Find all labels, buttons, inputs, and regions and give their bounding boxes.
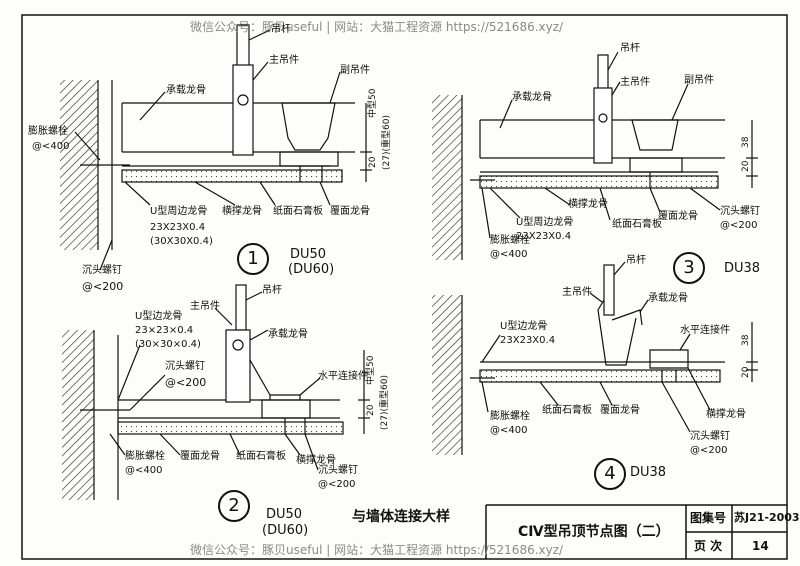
d2-label-zhimian: 纸面石膏板	[236, 451, 286, 462]
d3-label-fumian: 覆面龙骨	[658, 211, 698, 222]
d2-dim-20: 20	[366, 404, 376, 416]
d1-label-fumian: 覆面龙骨	[330, 206, 370, 217]
watermark-top: 微信公众号：豚贝useful | 网站：大猫工程资源 https://52168…	[190, 20, 564, 34]
d4-label-s200: @<200	[690, 445, 728, 456]
d4-label-shuiping: 水平连接件	[680, 325, 730, 336]
d4-label-chentou: 沉头螺钉	[690, 431, 730, 442]
d3-label-zhimian: 纸面石膏板	[612, 219, 662, 230]
d2-dim-50: 中型50	[366, 355, 376, 385]
page-label: 页 次	[694, 539, 723, 553]
d1-label-ubian: U型周边龙骨	[150, 206, 208, 217]
d2-label-fumian: 覆面龙骨	[180, 451, 220, 462]
d4-label-pengzhang: 膨胀螺栓	[490, 411, 530, 422]
detail-2-code2: (DU60)	[262, 523, 309, 538]
d3-label-u1: 23X23X0.4	[516, 231, 572, 242]
d1-label-chentou: 沉头螺钉	[82, 265, 122, 276]
d4-label-s400: @<400	[490, 425, 528, 436]
d1-label-chengzailonggu: 承载龙骨	[166, 85, 206, 96]
d1-label-u1b: (30X30X0.4)	[150, 236, 213, 247]
d1-label-zhimian: 纸面石膏板	[273, 206, 323, 217]
detail-2-number: 2	[218, 490, 250, 522]
d3-label-zhudiaojian: 主吊件	[620, 77, 650, 88]
detail-1	[60, 24, 372, 271]
d2-label-u2: 23×23×0.4	[135, 325, 194, 336]
d2-label-pengzhang: 膨胀螺栓	[125, 451, 165, 462]
sheet-title: CⅣ型吊顶节点图（二）	[518, 524, 670, 540]
d1-label-s200: @<200	[82, 280, 124, 293]
d4-label-chengzailonggu: 承载龙骨	[648, 293, 688, 304]
title-block-lines	[485, 504, 787, 559]
d4-label-ubian2: U型边龙骨	[500, 321, 548, 332]
d3-label-fudiaojian: 副吊件	[684, 75, 714, 86]
d3-label-pengzhang: 膨胀螺栓	[490, 235, 530, 246]
d1-dim-50: 中型50	[368, 88, 378, 118]
d3-dim-20: 20	[741, 160, 751, 172]
atlas-label: 图集号	[690, 511, 727, 525]
detail-2-code: DU50	[266, 507, 303, 522]
d2-label-chengzailonggu: 承载龙骨	[268, 329, 308, 340]
d1-label-pengzhang: 膨胀螺栓	[28, 126, 68, 137]
d2-label-s400: @<400	[125, 465, 163, 476]
detail-4-code: DU38	[630, 465, 667, 480]
d3-label-s200: @<200	[720, 220, 758, 231]
d1-dim-60: (27)(重型60)	[382, 115, 392, 170]
d3-label-chengzailonggu: 承载龙骨	[512, 92, 552, 103]
detail-3-code: DU38	[724, 261, 761, 276]
d1-label-s400: @<400	[32, 141, 70, 152]
d1-label-fudiaojian: 副吊件	[340, 65, 370, 76]
d3-dim-38: 38	[741, 136, 751, 148]
d2-dim-60: (27)(重型60)	[380, 375, 390, 430]
watermark-bottom: 微信公众号：豚贝useful | 网站：大猫工程资源 https://52168…	[190, 543, 564, 557]
detail-3-number: 3	[673, 252, 705, 284]
detail-2	[62, 284, 370, 500]
atlas-value: 苏J21-2003	[734, 511, 800, 524]
d4-label-fumian: 覆面龙骨	[600, 405, 640, 416]
detail-4	[432, 261, 758, 455]
d2-label-chentou: 沉头螺钉	[165, 361, 205, 372]
d4-label-u1: 23X23X0.4	[500, 335, 556, 346]
d3-label-hengcheng: 横撑龙骨	[568, 199, 608, 210]
detail-4-number: 4	[594, 458, 626, 490]
page-value: 14	[752, 539, 769, 553]
d2-label-hengcheng: 横撑龙骨	[296, 455, 336, 466]
d1-label-diaogan: 吊杆	[271, 24, 291, 35]
detail-1-code2: (DU60)	[288, 262, 335, 277]
d3-label-diaogan: 吊杆	[620, 43, 640, 54]
detail-1-number: 1	[237, 243, 269, 275]
d3-label-s400: @<400	[490, 249, 528, 260]
d4-dim-20: 20	[741, 366, 751, 378]
d2-label-u2b: (30×30×0.4)	[135, 339, 201, 350]
d2-label-chentou2: 沉头螺钉	[318, 465, 358, 476]
d4-label-zhimian: 纸面石膏板	[542, 405, 592, 416]
d1-label-u1: 23X23X0.4	[150, 222, 206, 233]
d1-dim-20: 20	[368, 156, 378, 168]
detail-1-code: DU50	[290, 247, 327, 262]
d3-label-ubian: U型周边龙骨	[516, 217, 574, 228]
d2-label-ubian2: U型边龙骨	[135, 311, 183, 322]
d4-dim-38: 38	[741, 334, 751, 346]
caption: 与墙体连接大样	[352, 509, 450, 525]
d1-label-zhudiaojian: 主吊件	[269, 55, 299, 66]
d4-label-hengcheng: 横撑龙骨	[706, 409, 746, 420]
d2-label-s200: @<200	[165, 376, 207, 389]
d2-label-zhudiaojian: 主吊件	[190, 301, 220, 312]
d3-label-chentou: 沉头螺钉	[720, 206, 760, 217]
detail-3	[432, 51, 758, 260]
d2-label-diaogan: 吊杆	[262, 285, 282, 296]
d2-label-shuiping: 水平连接件	[318, 371, 368, 382]
d4-label-zhudiaojian: 主吊件	[562, 287, 592, 298]
d4-label-diaogan: 吊杆	[626, 255, 646, 266]
d2-label-s200b: @<200	[318, 479, 356, 490]
d1-label-hengcheng: 横撑龙骨	[222, 206, 262, 217]
